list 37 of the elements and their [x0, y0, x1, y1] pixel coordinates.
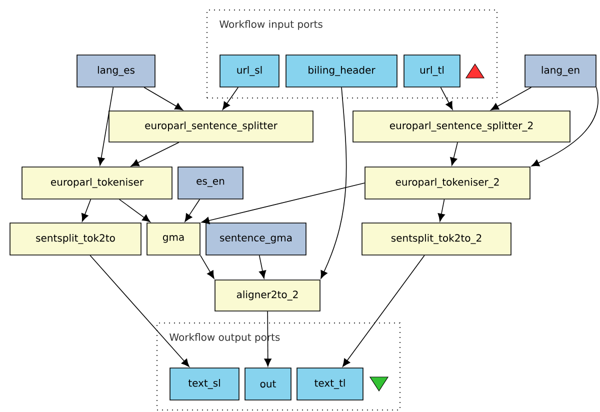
processor-box: aligner2to_2 — [214, 280, 320, 312]
arrow — [531, 87, 598, 166]
arrow — [222, 87, 239, 110]
processor-box: europarl_sentence_splitter — [108, 110, 314, 142]
constant-box: lang_es — [76, 54, 156, 88]
constant-box: lang_en — [524, 54, 596, 88]
processor-box: europarl_sentence_splitter_2 — [352, 110, 570, 142]
constant-box: sentence_gma — [206, 222, 306, 256]
arrow — [450, 142, 458, 166]
arrow — [184, 199, 200, 222]
arrow — [200, 255, 214, 279]
arrow — [320, 87, 347, 279]
arrow — [264, 311, 272, 367]
arrow — [98, 87, 114, 166]
arrow — [201, 182, 365, 224]
arrow — [90, 255, 190, 367]
arrow — [490, 87, 532, 110]
arrow — [130, 142, 180, 166]
arrow — [119, 199, 150, 222]
port-box: url_sl — [220, 54, 280, 88]
constant-box: es_en — [178, 166, 244, 200]
arrow — [440, 87, 453, 110]
arrow — [438, 199, 445, 222]
port-box: text_tl — [296, 368, 364, 400]
port-box: biling_header — [286, 54, 398, 88]
port-box: text_sl — [170, 368, 240, 400]
arrow — [342, 255, 425, 367]
processor-box: europarl_tokeniser_2 — [364, 166, 530, 200]
arrow — [144, 87, 183, 110]
arrow — [258, 255, 266, 279]
processor-box: sentsplit_tok2to_2 — [362, 222, 512, 256]
processor-box: gma — [146, 222, 200, 256]
arrow — [81, 199, 92, 222]
port-box: url_tl — [404, 54, 460, 88]
port-box: out — [244, 368, 292, 400]
processor-box: europarl_tokeniser — [22, 166, 172, 200]
processor-box: sentsplit_tok2to — [10, 222, 142, 256]
